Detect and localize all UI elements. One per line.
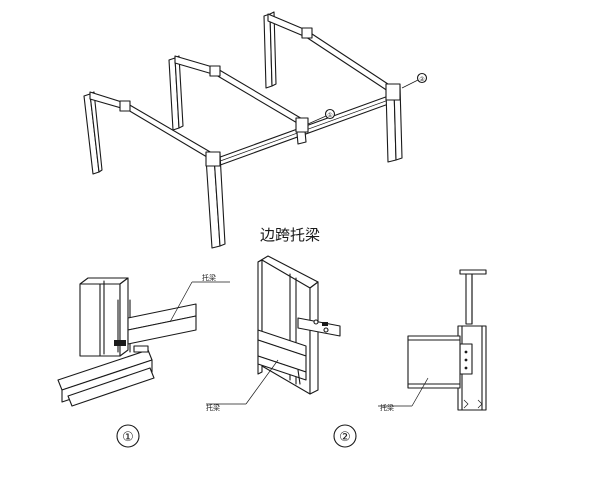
frame-callout-1-label: ① xyxy=(327,112,332,119)
portal-frame-left xyxy=(83,91,213,175)
detail-3-section: 托梁 xyxy=(378,269,487,412)
diagram-title: 边跨托梁 xyxy=(260,226,320,244)
detail-2-number: ② xyxy=(339,430,351,445)
portal-frame-right xyxy=(263,11,395,96)
detail-1-number: ① xyxy=(122,430,134,445)
detail-2-beam-label: 托梁 xyxy=(206,403,220,412)
detail-2-joint: 托梁 xyxy=(206,255,341,412)
frame-callout-1: ① xyxy=(307,108,336,125)
detail-3-beam-label: 托梁 xyxy=(380,403,394,412)
front-columns xyxy=(205,85,403,249)
detail-1-beam-label: 托梁 xyxy=(202,273,216,282)
portal-frame-middle xyxy=(168,55,305,131)
detail-1-joint: 托梁 xyxy=(57,273,230,407)
steel-frame-isometric: ① ② xyxy=(83,11,428,249)
detail-2-callout: ② xyxy=(333,424,357,448)
frame-callout-2-label: ② xyxy=(419,76,425,83)
frame-callout-2: ② xyxy=(401,72,428,89)
detail-1-callout: ① xyxy=(116,424,140,448)
